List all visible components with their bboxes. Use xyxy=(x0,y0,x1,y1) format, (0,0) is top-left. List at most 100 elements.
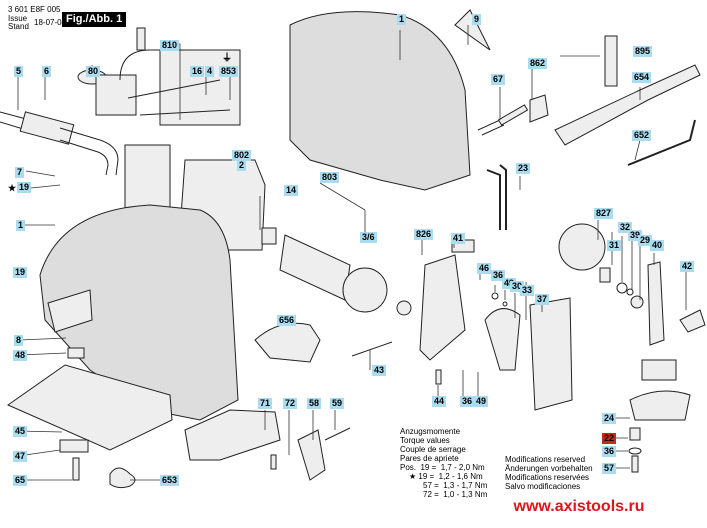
modifications-notice: Modifications reserved Änderungen vorbeh… xyxy=(505,455,593,491)
pin-43 xyxy=(351,341,393,357)
pin-59 xyxy=(324,427,351,441)
part-label-37[interactable]: 37 xyxy=(535,294,550,305)
star-icon: ★ xyxy=(8,183,17,193)
part-label-827[interactable]: 827 xyxy=(594,208,614,219)
part-label-810[interactable]: 810 xyxy=(160,40,180,51)
cable-clamp-part xyxy=(19,111,75,145)
part-label-653[interactable]: 653 xyxy=(160,475,180,486)
part-label-45[interactable]: 45 xyxy=(13,426,28,437)
part-label-1-left[interactable]: 1 xyxy=(16,220,26,231)
part-label-41[interactable]: 41 xyxy=(451,233,466,244)
torque-row: Pos. 19 = 1,7 - 2,0 Nm xyxy=(400,463,485,472)
part-label-80[interactable]: 80 xyxy=(86,66,101,77)
part-label-656[interactable]: 656 xyxy=(277,315,297,326)
part-label-44[interactable]: 44 xyxy=(432,396,447,407)
part-label-6[interactable]: 6 xyxy=(42,66,52,77)
hex-key-652 xyxy=(627,119,696,166)
part-label-853[interactable]: 853 xyxy=(219,66,239,77)
part-label-46[interactable]: 46 xyxy=(477,263,492,274)
grease-tube-895 xyxy=(604,35,618,87)
part-label-5[interactable]: 5 xyxy=(14,66,24,77)
part-label-19-star[interactable]: 19 xyxy=(17,182,32,193)
part-label-57[interactable]: 57 xyxy=(602,463,617,474)
part-label-58[interactable]: 58 xyxy=(307,398,322,409)
issue-date: 18-07-04 xyxy=(34,18,67,27)
part-label-30[interactable]: 30 xyxy=(510,281,525,292)
roller-58 xyxy=(297,429,326,481)
clamp-lever-653 xyxy=(109,467,136,489)
part-label-36-upper[interactable]: 36 xyxy=(491,270,506,281)
issue-label: Issue xyxy=(8,14,28,23)
part-label-9[interactable]: 9 xyxy=(472,14,482,25)
adapter-654 xyxy=(554,64,701,146)
bearing-14 xyxy=(261,227,277,245)
part-label-19[interactable]: 19 xyxy=(13,267,28,278)
part-label-7[interactable]: 7 xyxy=(15,167,25,178)
housing-right xyxy=(289,11,471,191)
part-label-22-highlighted[interactable]: 22 xyxy=(602,433,617,444)
part-label-59[interactable]: 59 xyxy=(330,398,345,409)
part-label-32[interactable]: 32 xyxy=(618,222,633,233)
part-label-48[interactable]: 48 xyxy=(13,350,28,361)
part-label-8[interactable]: 8 xyxy=(14,335,24,346)
torque-row: 57 = 1,3 - 1,7 Nm xyxy=(423,481,488,490)
cam-30 xyxy=(484,308,521,371)
figure-label: Fig./Abb. 1 xyxy=(62,12,127,27)
screw-65 xyxy=(72,457,80,481)
part-label-33[interactable]: 33 xyxy=(520,285,535,296)
part-label-39[interactable]: 39 xyxy=(628,230,643,241)
fan-gear xyxy=(342,267,388,313)
tube-part xyxy=(59,127,119,176)
switch-body xyxy=(95,74,137,116)
housing-left xyxy=(39,204,239,421)
part-label-36-right[interactable]: 36 xyxy=(602,446,617,457)
part-label-71[interactable]: 71 xyxy=(258,398,273,409)
torque-row: ★ 19 = 1,2 - 1,6 Nm xyxy=(409,472,483,481)
part-label-654[interactable]: 654 xyxy=(632,72,652,83)
base-plate xyxy=(6,364,173,451)
clamp-24 xyxy=(629,390,691,421)
part-label-49-lower[interactable]: 49 xyxy=(474,396,489,407)
stand-label: Stand xyxy=(8,22,29,31)
part-label-36-lower[interactable]: 36 xyxy=(460,396,475,407)
part-label-4[interactable]: 4 xyxy=(205,66,215,77)
part-label-895[interactable]: 895 xyxy=(633,46,653,57)
part-label-23[interactable]: 23 xyxy=(516,163,531,174)
bearing-right xyxy=(396,300,412,316)
part-label-72[interactable]: 72 xyxy=(283,398,298,409)
part-label-43[interactable]: 43 xyxy=(372,365,387,376)
part-label-16[interactable]: 16 xyxy=(190,66,205,77)
part-label-802[interactable]: 802 xyxy=(232,150,252,161)
washer-36 xyxy=(491,292,499,300)
part-label-65[interactable]: 65 xyxy=(13,475,28,486)
part-label-1-right[interactable]: 1 xyxy=(397,14,407,25)
part-label-49-upper[interactable]: 49 xyxy=(502,278,517,289)
part-label-29[interactable]: 29 xyxy=(638,235,653,246)
blade-guard-8 xyxy=(47,289,93,333)
part-label-826[interactable]: 826 xyxy=(414,229,434,240)
part-label-652[interactable]: 652 xyxy=(632,130,652,141)
slider-42 xyxy=(679,309,706,333)
part-label-24[interactable]: 24 xyxy=(602,413,617,424)
bearing-29 xyxy=(630,295,644,309)
part-label-47[interactable]: 47 xyxy=(13,451,28,462)
torque-title-en: Torque values xyxy=(400,436,450,445)
modifications-de: Änderungen vorbehalten xyxy=(505,464,593,473)
part-label-3-6[interactable]: 3/6 xyxy=(360,232,377,243)
gear-housing xyxy=(419,254,466,361)
part-label-31[interactable]: 31 xyxy=(607,240,622,251)
torque-title-es: Pares de apriete xyxy=(400,454,459,463)
screw-72 xyxy=(270,454,277,470)
part-label-40[interactable]: 40 xyxy=(650,240,665,251)
blade-guard-9 xyxy=(454,9,491,51)
shield-656 xyxy=(254,322,321,363)
watermark-link[interactable]: www.axistools.ru xyxy=(513,498,645,515)
terminal-block xyxy=(124,144,171,216)
part-label-2[interactable]: 2 xyxy=(237,160,247,171)
part-label-862[interactable]: 862 xyxy=(528,58,548,69)
torque-title-de: Anzugsmomente xyxy=(400,427,461,436)
part-label-42[interactable]: 42 xyxy=(680,261,695,272)
part-label-67[interactable]: 67 xyxy=(491,74,506,85)
part-label-14[interactable]: 14 xyxy=(284,185,299,196)
part-label-803[interactable]: 803 xyxy=(320,172,340,183)
